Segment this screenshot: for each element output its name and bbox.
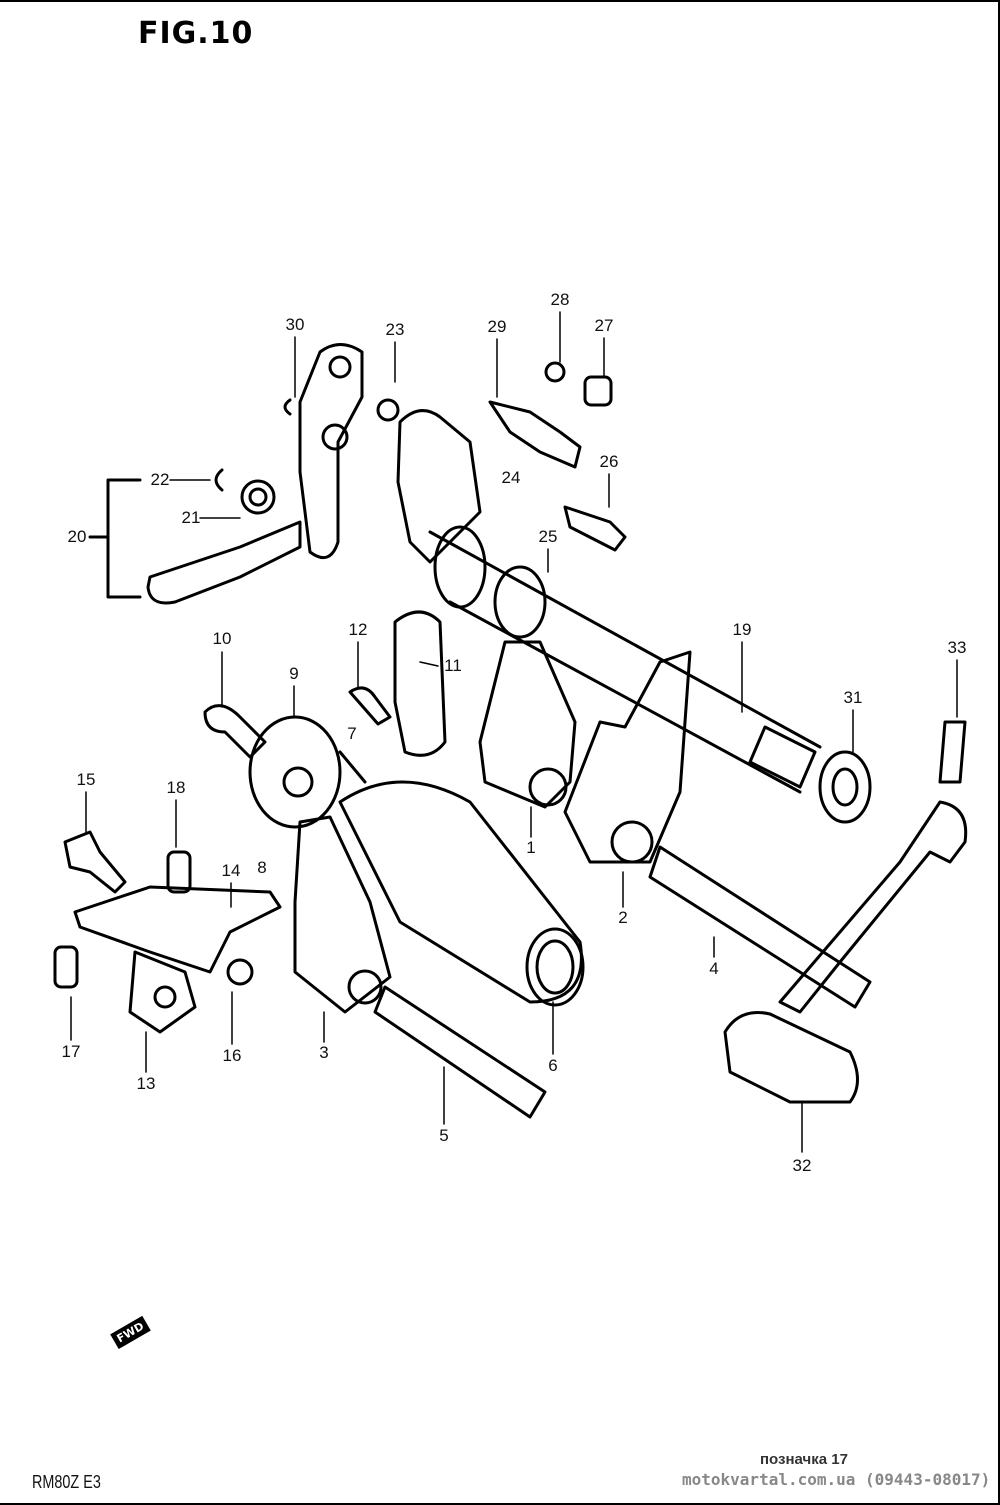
callout-30: 30: [285, 315, 305, 334]
callout-27: 27: [594, 316, 614, 335]
fork-shaft-4: [648, 845, 872, 1009]
callout-8: 8: [257, 858, 267, 877]
shift-pawl-lever-20: [146, 520, 302, 605]
callout-14: 14: [221, 861, 241, 880]
callout-9: 9: [289, 664, 299, 683]
callout-6: 6: [548, 1056, 558, 1075]
callout-15: 15: [76, 770, 96, 789]
screw-10: [203, 704, 267, 759]
stopper-plate-11: [393, 610, 447, 757]
shift-fork-3: [293, 815, 392, 1014]
callout-22: 22: [150, 470, 170, 489]
callout-16: 16: [222, 1046, 242, 1065]
callout-10: 10: [212, 629, 232, 648]
callout-17: 17: [61, 1042, 81, 1061]
callout-19: 19: [732, 620, 752, 639]
callout-21: 21: [181, 508, 201, 527]
callout-7: 7: [347, 724, 357, 743]
stopper-bolt-29: [488, 400, 582, 469]
shift-fork-2: [563, 650, 692, 864]
callout-1: 1: [526, 838, 536, 857]
callout-33: 33: [947, 638, 967, 657]
washer-16: [226, 958, 254, 986]
model-code: RM80Z E3: [32, 1472, 101, 1492]
callout-28: 28: [550, 290, 570, 309]
callout-29: 29: [487, 317, 507, 336]
spring-18: [166, 850, 192, 894]
screw-12: [348, 686, 392, 726]
shift-fork-1: [478, 640, 577, 809]
oil-seal-31: [818, 750, 872, 824]
callout-18: 18: [166, 778, 186, 797]
callout-11: 11: [444, 656, 462, 675]
callout-32: 32: [792, 1156, 812, 1175]
callout-23: 23: [385, 320, 405, 339]
callout-31: 31: [843, 688, 863, 707]
callout-3: 3: [319, 1043, 329, 1062]
guide-plate-23: [396, 409, 482, 564]
reference-note: позначка 17: [760, 1451, 848, 1468]
figure-title: FIG.10: [138, 16, 254, 51]
callout-25: 25: [538, 527, 558, 546]
callout-13: 13: [136, 1074, 156, 1093]
bolt-15: [63, 830, 127, 894]
bolt-33: [938, 720, 967, 784]
source-watermark: motokvartal.com.ua (09443-08017): [682, 1470, 991, 1489]
callout-20: 20: [67, 527, 87, 546]
bolt-26: [563, 505, 627, 552]
fork-shaft-5: [373, 985, 547, 1119]
cam-driven-gear-9: [248, 715, 342, 829]
callout-2: 2: [618, 908, 628, 927]
gearshift-cam-6: [338, 780, 583, 1004]
callout-24: 24: [501, 468, 521, 487]
cam-stopper-14: [73, 885, 282, 974]
callout-12: 12: [348, 620, 368, 639]
callout-4: 4: [709, 959, 719, 978]
callout-26: 26: [599, 452, 619, 471]
shift-lever-32: [778, 800, 968, 1014]
gearshift-arm-plate: [298, 343, 364, 560]
gearshift-shaft-19: [428, 530, 822, 794]
callout-5: 5: [439, 1126, 449, 1145]
cam-stopper-plate-13: [128, 950, 197, 1034]
spring-21: [240, 479, 276, 515]
spring-17: [53, 945, 79, 989]
